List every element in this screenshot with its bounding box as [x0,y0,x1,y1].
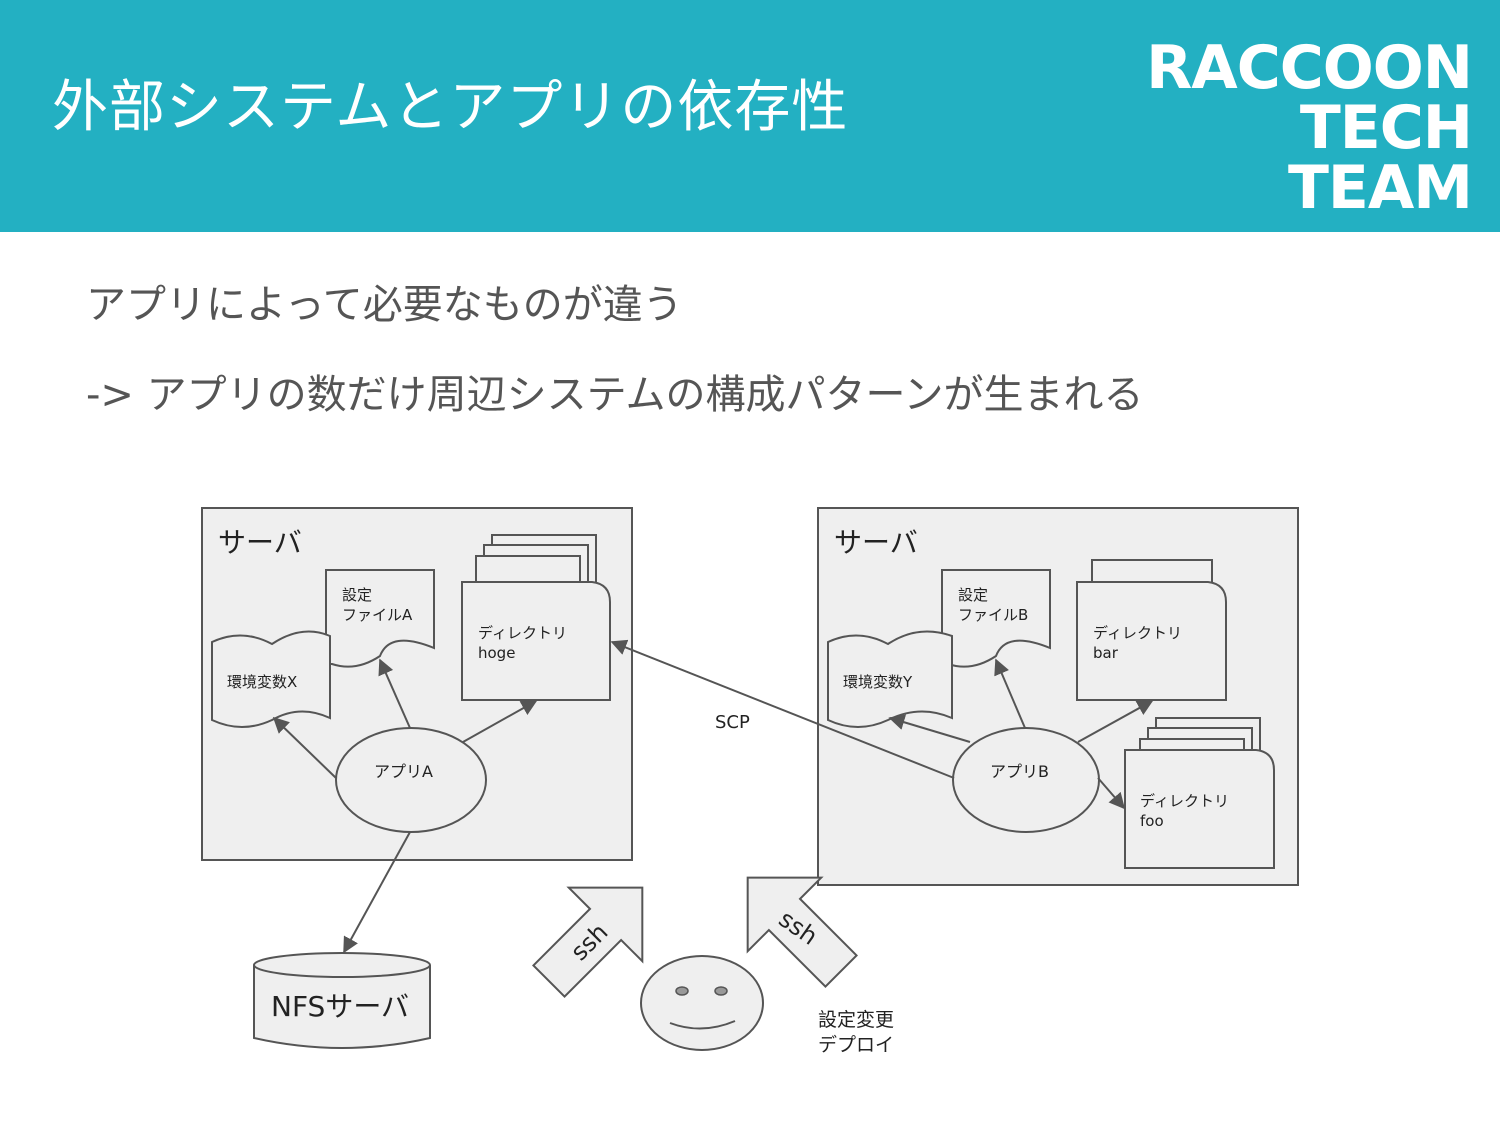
operator-note-line2: デプロイ [818,1034,894,1056]
ssh-right-arrow [746,876,858,988]
ssh-left-arrow-shape [532,886,644,998]
arrow-app-b-to-bar [1077,700,1154,743]
config-file-b-line2: ファイルB [958,606,1028,624]
dir-bar-line2: bar [1093,644,1119,662]
nfs-cylinder-body [253,965,431,1049]
env-var-y-shape [827,630,953,728]
server-right-label: サーバ [834,526,918,559]
raccoon-tech-team-logo: RACCOON TECH TEAM [1132,33,1473,223]
app-b-label: アプリB [990,762,1049,781]
dir-foo-line2: foo [1140,812,1164,830]
arrow-app-b-to-config [994,658,1026,729]
slide-title: 外部システムとアプリの依存性 [52,75,849,140]
header-bar: 外部システムとアプリの依存性 RACCOON TECH TEAM [0,0,1500,232]
config-file-a-line1: 設定 [342,586,372,604]
scp-label: SCP [715,712,750,733]
logo-line-2: TECH TEAM [1287,93,1473,223]
config-file-a-line2: ファイルA [342,606,413,624]
dir-hoge-folder [461,581,611,701]
arrow-app-a-to-env [272,716,337,779]
server-left-label: サーバ [218,526,302,559]
arrow-app-b-to-env [888,714,971,743]
app-a-label: アプリA [374,762,433,781]
ssh-right-arrow-shape [746,876,858,988]
config-file-a-shape [325,569,435,668]
env-var-x-label: 環境変数X [227,673,297,691]
bullet-1: アプリによって必要なものが違う [86,282,683,328]
arrow-app-b-to-foo [1097,777,1126,810]
nfs-cylinder-top [253,952,431,978]
bullet-2: -> アプリの数だけ周辺システムの構成パターンが生まれる [86,372,1144,418]
dir-foo-line1: ディレクトリ [1140,792,1229,810]
dir-bar-line1: ディレクトリ [1093,624,1182,642]
operator-note-line1: 設定変更 [818,1009,894,1031]
config-file-b-line1: 設定 [958,586,988,604]
dir-hoge-line2: hoge [478,644,515,662]
logo-line-1: RACCOON [1146,33,1473,103]
app-a-node [335,727,487,833]
arrow-app-a-to-config [378,658,411,729]
arrow-app-a-to-nfs [343,831,411,954]
nfs-label: NFSサーバ [271,990,409,1023]
config-file-b-shape [941,569,1051,668]
env-var-x-shape [211,630,331,728]
operator-smiley-icon [640,955,764,1051]
dir-foo-folder [1124,749,1275,869]
arrow-scp [610,639,955,779]
env-var-y-label: 環境変数Y [843,673,913,691]
dir-bar-folder [1076,581,1227,701]
dir-hoge-line1: ディレクトリ [478,624,567,642]
arrow-app-a-to-dir [462,700,538,743]
